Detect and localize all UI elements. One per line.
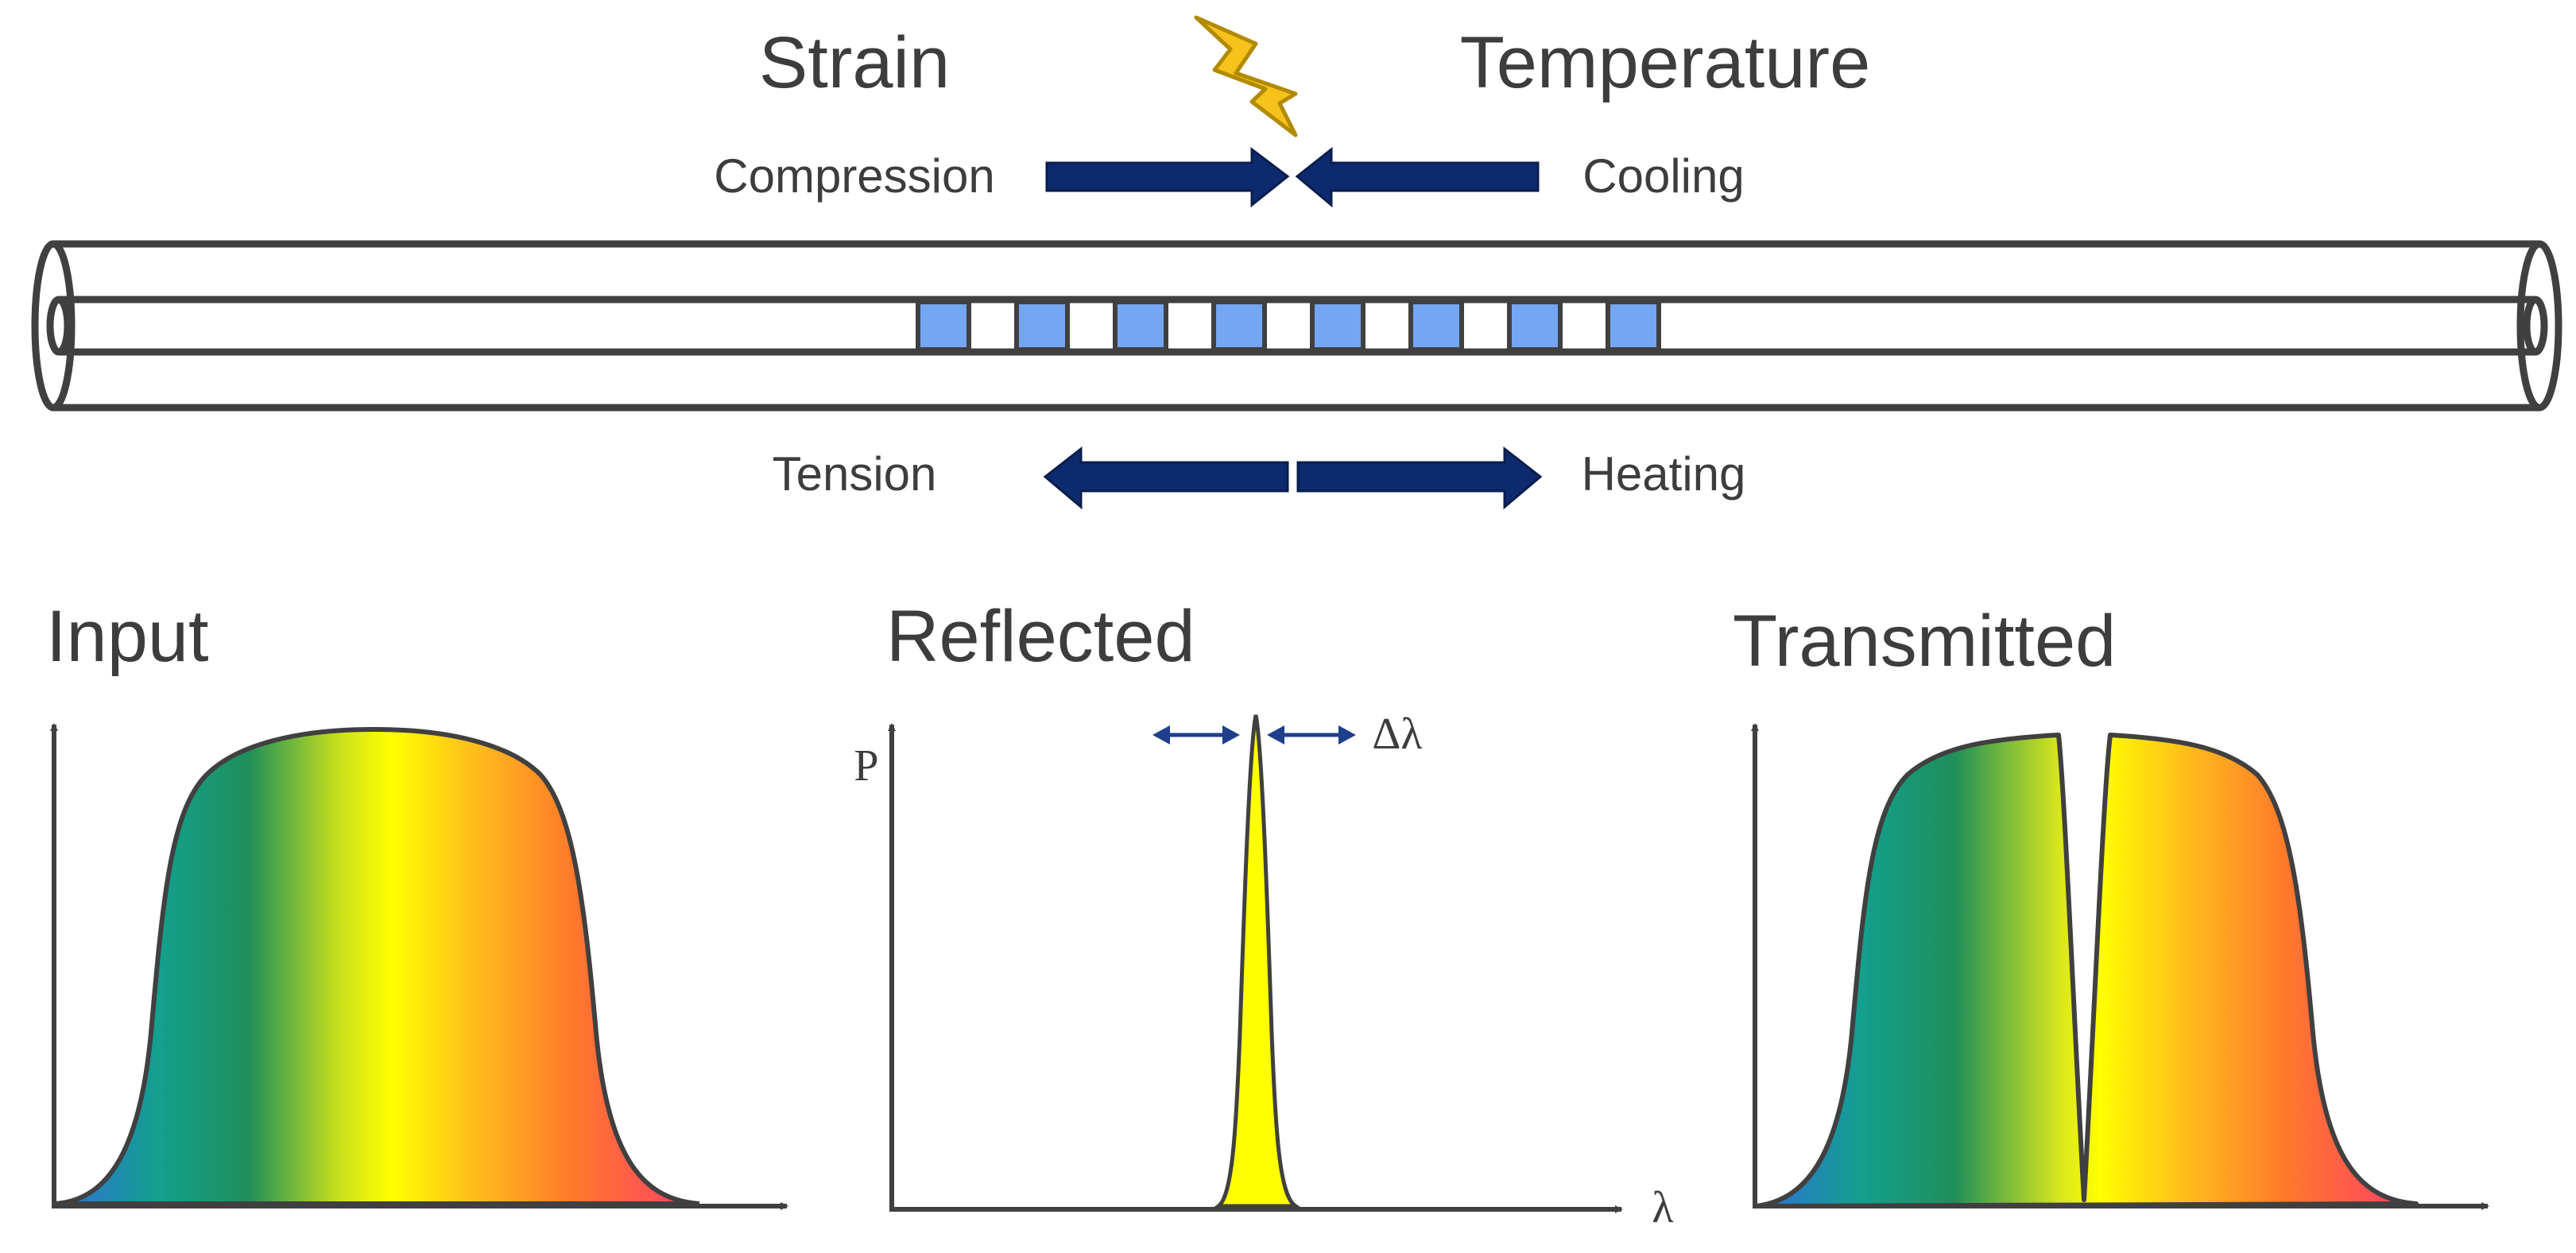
grating-segment xyxy=(1507,300,1563,352)
grating-segment xyxy=(916,300,971,352)
shift-label: Δλ xyxy=(1372,710,1422,759)
bragg-grating xyxy=(916,300,1661,352)
cooling-label: Cooling xyxy=(1582,149,1744,203)
compression-arrow xyxy=(1045,146,1290,208)
transmitted-spectrum xyxy=(1754,733,2419,1209)
compression-label: Compression xyxy=(714,149,994,203)
lightning-bolt-icon xyxy=(1194,15,1298,137)
grating-segment xyxy=(1014,300,1070,352)
input-spectrum xyxy=(55,726,700,1206)
wavelength-axis-label: λ xyxy=(1652,1183,1673,1232)
wavelength-shift-arrows xyxy=(1152,725,1356,744)
heating-label: Heating xyxy=(1582,447,1746,501)
tension-label: Tension xyxy=(773,447,937,501)
reflected-peak xyxy=(1212,714,1303,1209)
input-title: Input xyxy=(46,596,209,677)
transmitted-title: Transmitted xyxy=(1733,601,2116,682)
grating-segment xyxy=(1113,300,1168,352)
input-spectrum-plot xyxy=(50,723,788,1210)
optical-fiber xyxy=(31,240,2562,412)
cooling-arrow xyxy=(1295,146,1540,208)
grating-segment xyxy=(1606,300,1661,352)
grating-segment xyxy=(1211,300,1267,352)
power-axis-label: P xyxy=(854,741,878,791)
temperature-title: Temperature xyxy=(1460,22,1870,103)
reflected-spectrum-plot: P λ Δλ xyxy=(854,710,1673,1232)
tension-arrow xyxy=(1043,446,1289,510)
reflected-title: Reflected xyxy=(886,596,1195,677)
grating-segment xyxy=(1408,300,1464,352)
heating-arrow xyxy=(1296,446,1543,510)
strain-title: Strain xyxy=(759,22,950,103)
transmitted-spectrum-plot xyxy=(1751,723,2489,1210)
grating-segment xyxy=(1310,300,1365,352)
